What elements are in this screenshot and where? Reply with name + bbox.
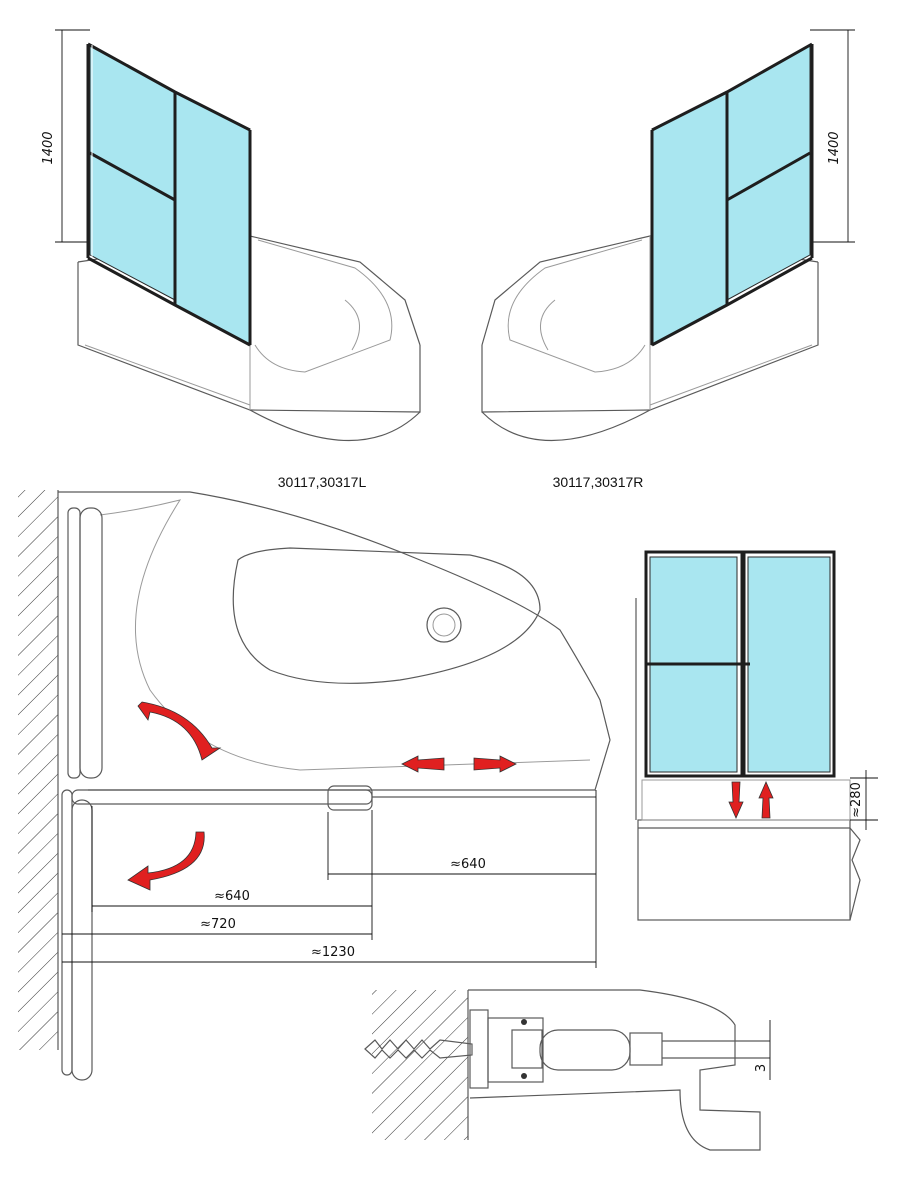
wall-profile-detail: 3 — [364, 989, 771, 1151]
swing-arrow-lower — [127, 831, 205, 891]
caption-left-variant: 30117,30317L — [278, 474, 367, 490]
sliding-glass-panel-left — [174, 91, 251, 346]
height-dimension-left: 1400 — [41, 131, 56, 164]
caption-right-variant: 30117,30317R — [553, 474, 644, 490]
lift-arrow-up — [758, 781, 774, 819]
height-dimension-right: 1400 — [827, 131, 842, 164]
dim-640-slide: ≈640 — [450, 857, 486, 872]
swing-arrow-upper — [137, 701, 222, 761]
dim-3: 3 — [754, 1064, 769, 1072]
dim-1230: ≈1230 — [311, 945, 355, 960]
fixed-glass-panel-left — [89, 44, 176, 301]
dim-720: ≈720 — [200, 917, 236, 932]
lift-arrow-down — [728, 781, 744, 819]
plan-view: ≈640 ≈640 ≈720 ≈1230 — [18, 490, 611, 1081]
left-isometric-view: 1400 — [41, 29, 421, 442]
right-isometric-view: 1400 — [481, 29, 855, 442]
front-elevation: ≈280 — [635, 550, 878, 921]
front-glass-sliding — [747, 556, 831, 773]
sliding-glass-panel-right — [651, 91, 728, 346]
dim-640-panel: ≈640 — [214, 889, 250, 904]
slide-arrow-left — [401, 755, 445, 773]
dim-280: ≈280 — [849, 782, 864, 818]
slide-arrow-right — [473, 755, 517, 773]
